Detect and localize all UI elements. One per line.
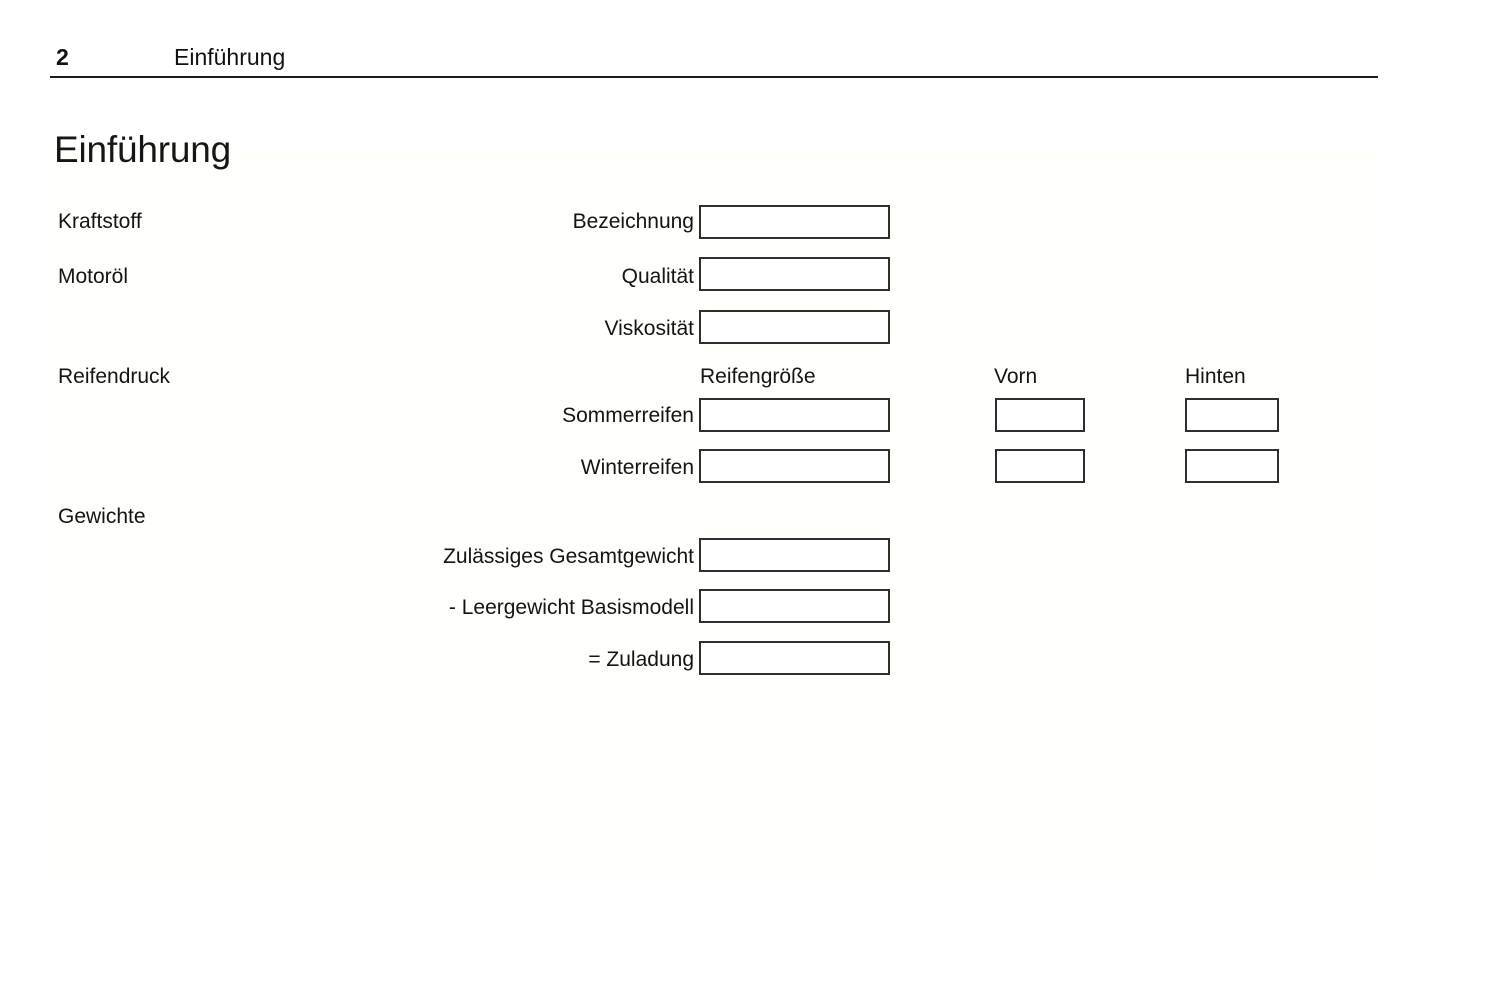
header-divider-rule xyxy=(50,76,1378,78)
input-gross-vehicle-weight[interactable] xyxy=(699,538,890,572)
row-label-kerb-weight-base-model: - Leergewicht Basismodell xyxy=(448,596,694,619)
row-label-quality: Qualität xyxy=(621,265,694,288)
page-title: Einführung xyxy=(54,128,231,170)
running-header-title: Einführung xyxy=(174,44,286,70)
page-number: 2 xyxy=(56,44,69,70)
input-viscosity[interactable] xyxy=(699,310,890,344)
section-label-fuel: Kraftstoff xyxy=(58,210,142,233)
input-payload[interactable] xyxy=(699,641,890,675)
column-header-front: Vorn xyxy=(994,365,1038,388)
input-designation[interactable] xyxy=(699,205,890,239)
input-winter-tyre-rear[interactable] xyxy=(1185,449,1279,483)
row-label-summer-tyres: Sommerreifen xyxy=(562,404,694,427)
running-header: 2 Einführung xyxy=(50,44,1380,78)
row-label-designation: Bezeichnung xyxy=(572,210,694,233)
row-label-winter-tyres: Winterreifen xyxy=(580,456,694,479)
column-header-rear: Hinten xyxy=(1185,365,1246,388)
input-kerb-weight-base-model[interactable] xyxy=(699,589,890,623)
input-winter-tyre-front[interactable] xyxy=(995,449,1085,483)
input-summer-tyre-front[interactable] xyxy=(995,398,1085,432)
input-quality[interactable] xyxy=(699,257,890,291)
row-label-payload: = Zuladung xyxy=(588,648,694,671)
section-label-tyre-pressure: Reifendruck xyxy=(58,365,171,388)
section-label-engine-oil: Motoröl xyxy=(58,265,129,288)
input-summer-tyre-size[interactable] xyxy=(699,398,890,432)
row-label-gross-vehicle-weight: Zulässiges Gesamtgewicht xyxy=(443,545,694,568)
row-label-viscosity: Viskosität xyxy=(604,317,695,340)
column-header-tyre-size: Reifengröße xyxy=(700,365,816,388)
section-label-weights: Gewichte xyxy=(58,505,146,528)
input-winter-tyre-size[interactable] xyxy=(699,449,890,483)
input-summer-tyre-rear[interactable] xyxy=(1185,398,1279,432)
